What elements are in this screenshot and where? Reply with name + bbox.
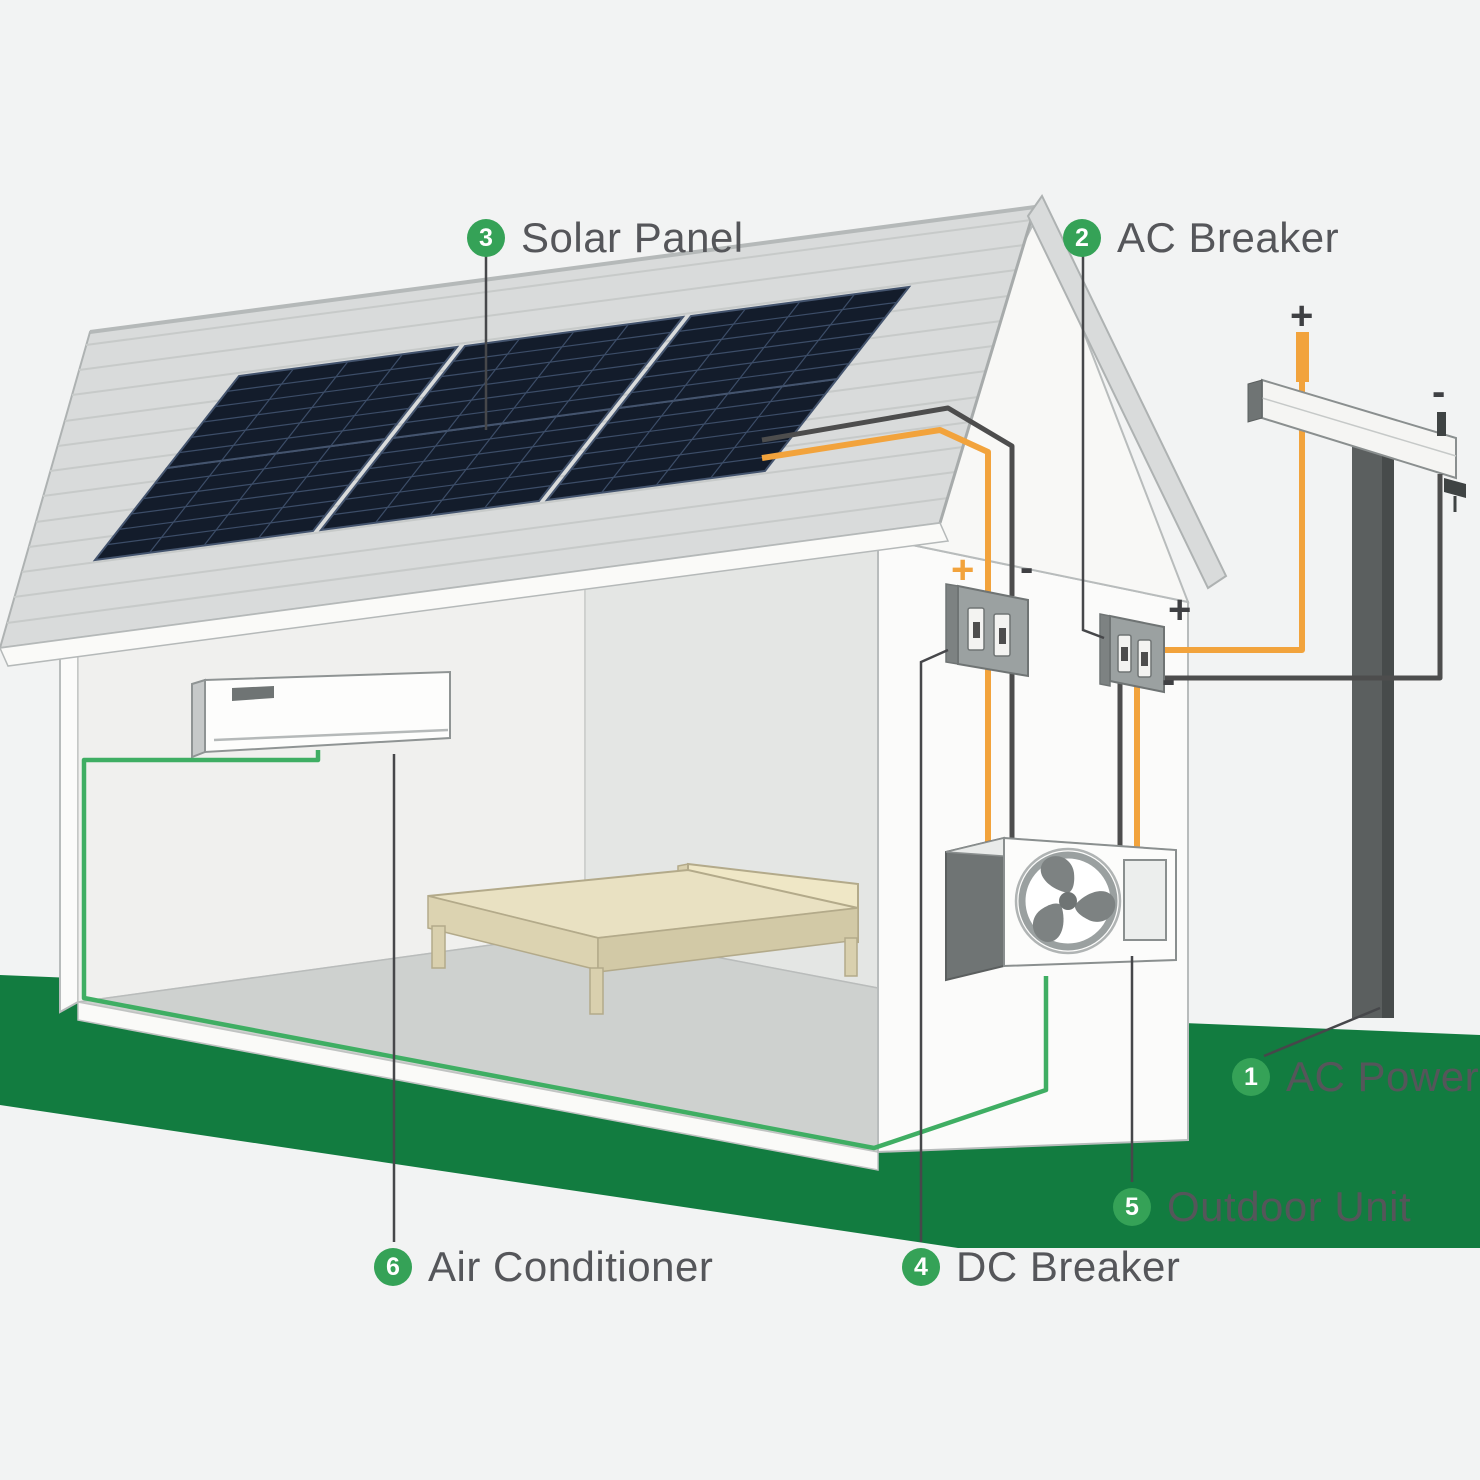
dc-breaker-positive-mark: + <box>951 548 975 592</box>
label-solar-panel: 3 Solar Panel <box>467 214 744 262</box>
indoor-air-conditioner <box>191 670 451 759</box>
bed <box>427 862 859 1015</box>
ac-breaker-toggle <box>1141 652 1148 666</box>
fan-guard-ring <box>1014 847 1122 955</box>
label-number-badge: 6 <box>374 1248 412 1286</box>
dc-wiring <box>761 405 1140 854</box>
leader-ac-power <box>1263 1006 1381 1058</box>
label-number-badge: 1 <box>1232 1058 1270 1096</box>
label-ac-power: 1 AC Power <box>1232 1053 1479 1101</box>
dc-breaker-side <box>945 583 959 665</box>
outdoor-unit-grille <box>1123 859 1167 941</box>
roof-right-edge <box>938 206 1037 524</box>
pole-shaft <box>1352 428 1382 1018</box>
bed-side-face <box>597 907 859 973</box>
outdoor-unit-side <box>945 836 1005 982</box>
left-wall-edge <box>59 632 79 1014</box>
dc-breaker <box>945 583 1029 678</box>
indoor-unit-display <box>232 686 274 701</box>
label-text: Solar Panel <box>521 214 744 261</box>
label-number-badge: 2 <box>1063 219 1101 257</box>
crossarm-fitting <box>1444 478 1466 498</box>
label-text: Outdoor Unit <box>1167 1183 1412 1230</box>
dc-positive-wire <box>761 427 991 596</box>
label-ac-breaker: 2 AC Breaker <box>1063 214 1339 262</box>
label-dc-breaker: 4 DC Breaker <box>902 1243 1180 1291</box>
utility-pole <box>1164 332 1466 1018</box>
crossarm-edge-line <box>1261 397 1457 457</box>
pole-positive-mark: + <box>1290 294 1314 338</box>
negative-terminal-stub <box>1437 412 1446 436</box>
dc-negative-wire <box>761 405 1015 596</box>
label-text: AC Power <box>1286 1053 1480 1100</box>
ac-breaker-toggle <box>1121 647 1128 661</box>
label-text: DC Breaker <box>956 1243 1181 1290</box>
ac-negative-wire <box>1164 474 1443 681</box>
gable-overhang <box>1026 194 1228 590</box>
bed-leg-right <box>844 937 858 977</box>
ground-wire <box>81 750 1049 1151</box>
pole-shaft-shade <box>1382 428 1394 1018</box>
leader-ac-breaker <box>1081 254 1105 640</box>
label-text: Air Conditioner <box>428 1243 714 1290</box>
label-number-badge: 3 <box>467 219 505 257</box>
roof-ridge <box>89 205 1036 334</box>
ac-breaker-side <box>1099 613 1111 687</box>
indoor-unit-end-cap <box>191 678 206 759</box>
leader-dc-breaker <box>919 648 949 1242</box>
bed-leg-front <box>589 967 604 1015</box>
dc-breaker-toggle <box>973 622 980 638</box>
dc-breaker-negative-mark: - <box>1020 546 1034 590</box>
label-text: AC Breaker <box>1117 214 1340 261</box>
pole-negative-mark: - <box>1432 370 1446 414</box>
dc-breaker-toggle <box>999 628 1006 644</box>
roof-fascia <box>0 522 950 667</box>
label-air-conditioner: 6 Air Conditioner <box>374 1243 713 1291</box>
ac-breaker-positive-mark: + <box>1168 588 1192 632</box>
fan-icon <box>1026 856 1121 948</box>
positive-terminal-stub <box>1296 332 1309 382</box>
floor-slab-edge <box>77 1001 879 1171</box>
ac-breaker-negative-mark: - <box>1162 658 1176 702</box>
label-number-badge: 5 <box>1113 1188 1151 1226</box>
outdoor-unit <box>945 836 1177 982</box>
crossarm-end-cap <box>1247 379 1263 423</box>
bed-leg-left <box>431 925 446 969</box>
ac-positive-wire <box>1164 346 1305 653</box>
leader-lines <box>392 254 1381 1242</box>
indoor-unit-vent <box>213 728 449 742</box>
ac-breaker <box>1099 613 1165 694</box>
label-outdoor-unit: 5 Outdoor Unit <box>1113 1183 1411 1231</box>
label-number-badge: 4 <box>902 1248 940 1286</box>
